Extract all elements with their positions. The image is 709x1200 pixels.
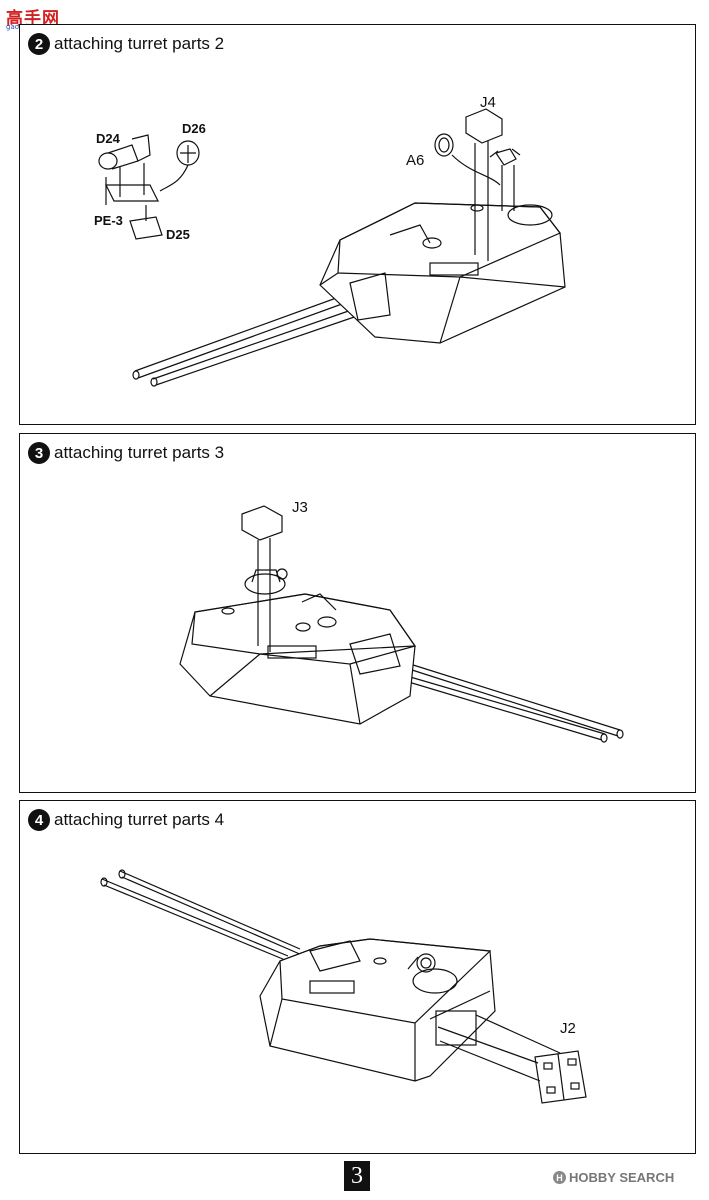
step-4-panel: 4 attaching turret parts 4 (19, 800, 696, 1154)
step-3-header: 3 attaching turret parts 3 (28, 442, 224, 464)
step-4-diagram: J2 (100, 869, 587, 1104)
step-2-diagram: D24 D26 PE-3 D25 J4 A6 (94, 94, 566, 387)
step-2-panel: 2 attaching turret parts 2 (19, 24, 696, 425)
part-label-d25: D25 (166, 227, 190, 242)
step-number-badge: 3 (28, 442, 50, 464)
step-4-header: 4 attaching turret parts 4 (28, 809, 224, 831)
part-label-j2: J2 (560, 1020, 576, 1037)
brand-name: HOBBY SEARCH (569, 1170, 675, 1185)
page-number: 3 (344, 1161, 370, 1191)
part-label-j4: J4 (480, 94, 496, 111)
hobby-search-logo-icon: H (553, 1171, 566, 1184)
brand-footer: H HOBBY SEARCH (553, 1170, 674, 1185)
part-label-j3: J3 (292, 499, 308, 516)
step-title: attaching turret parts 3 (54, 443, 225, 462)
part-label-pe3: PE-3 (94, 213, 123, 228)
step-number-badge: 2 (28, 33, 50, 55)
step-number-badge: 4 (28, 809, 50, 831)
step-3-panel: 3 attaching turret parts 3 (19, 433, 696, 793)
part-label-d26: D26 (182, 121, 206, 136)
part-label-d24: D24 (96, 131, 121, 146)
step-2-header: 2 attaching turret parts 2 (28, 33, 224, 55)
part-label-a6: A6 (406, 152, 424, 169)
step-title: attaching turret parts 2 (54, 34, 225, 53)
step-title: attaching turret parts 4 (54, 810, 225, 829)
step-3-diagram: J3 (179, 499, 624, 743)
